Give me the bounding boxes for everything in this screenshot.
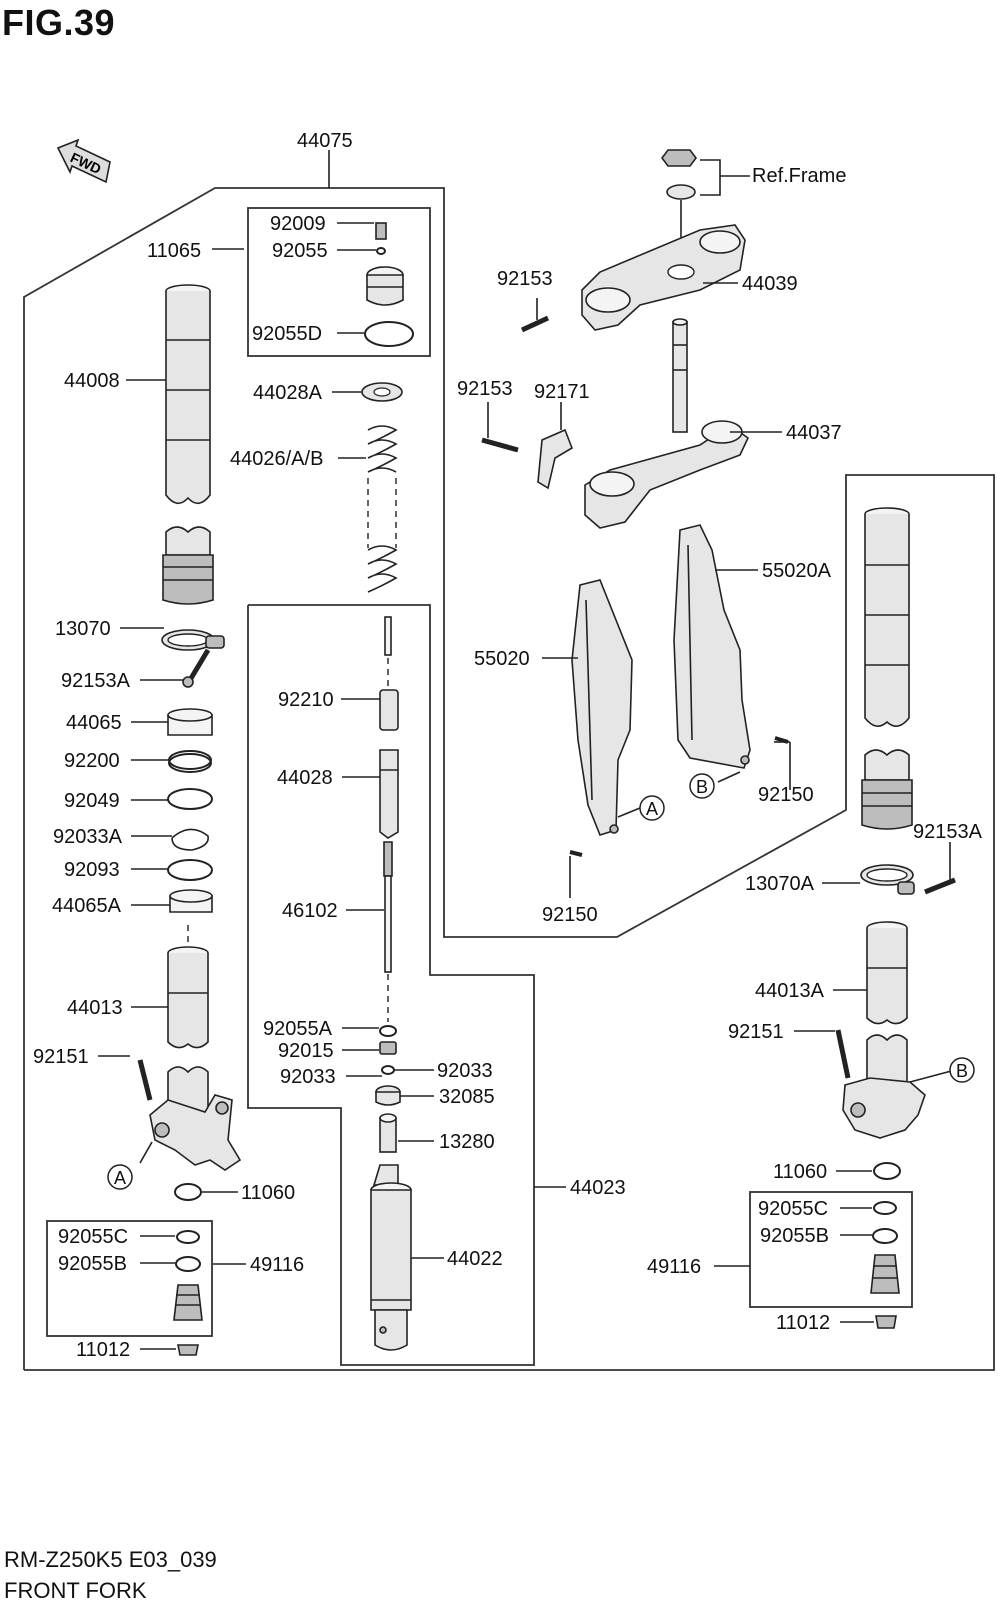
ring-stack-left — [167, 708, 213, 913]
part-label-92210: 92210 — [278, 689, 334, 711]
top-clamp-44039 — [520, 149, 746, 333]
fwd-arrow-icon: FWD — [56, 138, 111, 184]
callout-b-guard: B — [689, 773, 715, 799]
part-label-11060-left: 11060 — [241, 1182, 295, 1204]
part-label-44065: 44065 — [66, 712, 122, 734]
box-44023 — [247, 604, 535, 1366]
page-caption: FRONT FORK — [4, 1578, 147, 1603]
part-label-55020A: 55020A — [762, 560, 832, 582]
part-label-13280: 13280 — [439, 1131, 495, 1153]
part-label-92150-right: 92150 — [758, 784, 814, 806]
box-49116-right — [749, 1191, 913, 1308]
clamp-13070A — [860, 864, 956, 895]
part-label-13070A: 13070A — [745, 873, 815, 895]
outer-tube-right — [861, 507, 913, 830]
part-label-92049: 92049 — [64, 790, 120, 812]
part-label-11012-right: 11012 — [776, 1312, 830, 1334]
steering-stem-44037 — [481, 318, 750, 529]
part-label-92153-mid: 92153 — [457, 378, 513, 400]
part-label-92153-top: 92153 — [497, 268, 553, 290]
callout-b-right: B — [949, 1057, 975, 1083]
part-label-92150-left: 92150 — [542, 904, 598, 926]
part-label-92033-a: 92033 — [280, 1066, 336, 1088]
part-labels: 44075 92009 11065 92055 92055D 44008 440… — [33, 130, 983, 1361]
part-label-92055: 92055 — [272, 240, 328, 262]
seals-right — [870, 1162, 901, 1329]
part-label-92033A: 92033A — [53, 826, 123, 848]
figure-title: FIG.39 — [2, 2, 116, 43]
seals-left — [173, 1183, 203, 1356]
clamp-13070 — [161, 629, 225, 651]
part-label-92055C-left: 92055C — [58, 1226, 128, 1248]
box-49116-left — [46, 1220, 213, 1337]
group-outlines — [23, 187, 995, 1371]
part-label-44013: 44013 — [67, 997, 123, 1019]
callout-a-guard: A — [639, 795, 665, 821]
ref-frame-bracket — [700, 159, 750, 196]
part-label-11012-left: 11012 — [76, 1339, 130, 1361]
part-label-44026: 44026/A/B — [230, 448, 323, 470]
model-code: RM-Z250K5 E03_039 — [4, 1547, 217, 1572]
leader-lines — [98, 150, 956, 1350]
inner-tube-44013 — [167, 946, 209, 1121]
fork-guard-55020 — [569, 579, 633, 857]
part-label-92055D: 92055D — [252, 323, 322, 345]
part-label-92033-b: 92033 — [437, 1060, 493, 1082]
part-label-92055B-left: 92055B — [58, 1253, 127, 1275]
part-label-92200: 92200 — [64, 750, 120, 772]
part-label-44022: 44022 — [447, 1248, 503, 1270]
callout-a-text: A — [646, 799, 658, 819]
part-label-92151-right: 92151 — [728, 1021, 784, 1043]
assembly-outline-44075 — [23, 187, 995, 1371]
part-label-49116-left: 49116 — [250, 1254, 304, 1276]
part-label-44013A: 44013A — [755, 980, 825, 1002]
outer-tube-lower — [162, 526, 214, 605]
inner-tube-44013A — [866, 921, 908, 1091]
part-label-13070: 13070 — [55, 618, 111, 640]
callout-b-text: B — [956, 1061, 968, 1081]
outer-tube-44008 — [165, 284, 211, 505]
part-label-44075: 44075 — [297, 130, 353, 152]
part-label-92015: 92015 — [278, 1040, 334, 1062]
cap-assembly — [364, 222, 414, 347]
part-label-11060-right: 11060 — [773, 1161, 827, 1183]
part-label-44008: 44008 — [64, 370, 120, 392]
ref-frame-label: Ref.Frame — [752, 165, 846, 187]
part-label-92153A-left: 92153A — [61, 670, 131, 692]
bolt-92153A-left — [182, 648, 211, 688]
part-label-49116-right: 49116 — [647, 1256, 701, 1278]
part-label-92093: 92093 — [64, 859, 120, 881]
part-label-55020: 55020 — [474, 648, 530, 670]
callout-a-text: A — [114, 1168, 126, 1188]
box-11065 — [247, 207, 431, 357]
part-label-92153A-right: 92153A — [913, 821, 983, 843]
part-label-92009: 92009 — [270, 213, 326, 235]
axle-holder-left — [137, 1059, 242, 1171]
part-label-44028: 44028 — [277, 767, 333, 789]
cylinder-44022 — [370, 1164, 412, 1351]
part-label-44028A: 44028A — [253, 382, 323, 404]
part-label-46102: 46102 — [282, 900, 338, 922]
part-label-44039: 44039 — [742, 273, 798, 295]
part-label-44065A: 44065A — [52, 895, 122, 917]
part-label-11065: 11065 — [147, 240, 201, 262]
part-label-92055A: 92055A — [263, 1018, 333, 1040]
part-label-32085: 32085 — [439, 1086, 495, 1108]
fork-guard-55020A — [673, 524, 789, 769]
part-label-92055C-right: 92055C — [758, 1198, 828, 1220]
callout-a-left: A — [107, 1164, 133, 1190]
part-label-44023: 44023 — [570, 1177, 626, 1199]
axle-holder-right — [835, 1029, 926, 1139]
damper-rod-parts — [375, 616, 401, 1153]
spring-44026 — [367, 425, 398, 593]
callout-b-text: B — [696, 777, 708, 797]
part-label-92055B-right: 92055B — [760, 1225, 829, 1247]
part-label-92171: 92171 — [534, 381, 590, 403]
part-label-44037: 44037 — [786, 422, 842, 444]
spring-seat-44028A — [361, 382, 403, 402]
part-label-92151-left: 92151 — [33, 1046, 89, 1068]
